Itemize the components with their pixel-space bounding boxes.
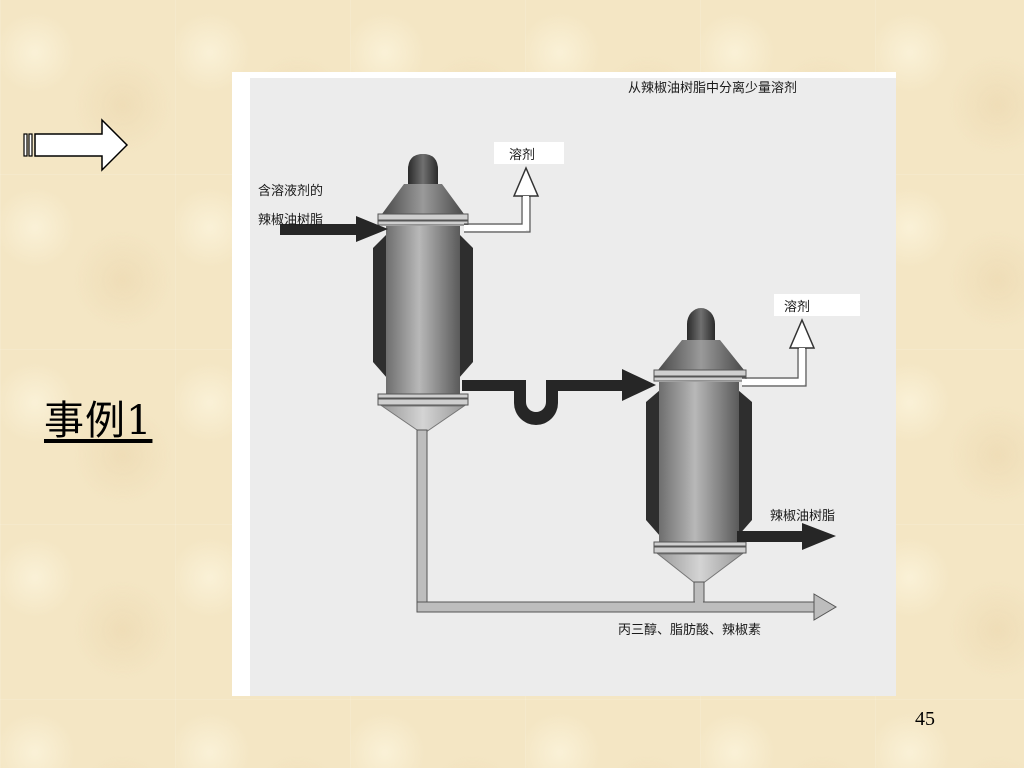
transfer-pipe-arrow: [462, 369, 656, 425]
solvent-label-2: 溶剂: [784, 300, 810, 315]
slide-title: 事例1: [44, 398, 153, 444]
solvent-label-bg-2: [774, 294, 860, 316]
evaporator-column-2: [646, 308, 752, 585]
solvent-label-bg-1: [494, 142, 564, 164]
feed-label-line2: 辣椒油树脂: [258, 213, 323, 228]
solvent-outlet-arrow-2: [742, 318, 816, 387]
feed-arrow: [280, 216, 388, 242]
page-number: 45: [915, 708, 935, 730]
product-arrow: [737, 523, 836, 550]
product-label: 辣椒油树脂: [770, 509, 835, 524]
bottoms-label: 丙三醇、脂肪酸、辣椒素: [618, 622, 761, 638]
diagram-caption: 从辣椒油树脂中分离少量溶剂: [628, 80, 797, 96]
solvent-outlet-arrow-1: [464, 166, 540, 233]
evaporator-column-1: [373, 154, 473, 433]
process-diagram: 溶剂 溶剂 从辣椒油树脂中分离少量溶剂 含溶液剂的 辣椒油树脂 辣椒油树脂 丙三…: [232, 72, 896, 696]
solvent-label-1: 溶剂: [509, 148, 535, 163]
next-arrow-icon[interactable]: [22, 118, 130, 172]
feed-label-line1: 含溶液剂的: [258, 183, 323, 199]
bottoms-pipe-arrow: [416, 429, 837, 621]
